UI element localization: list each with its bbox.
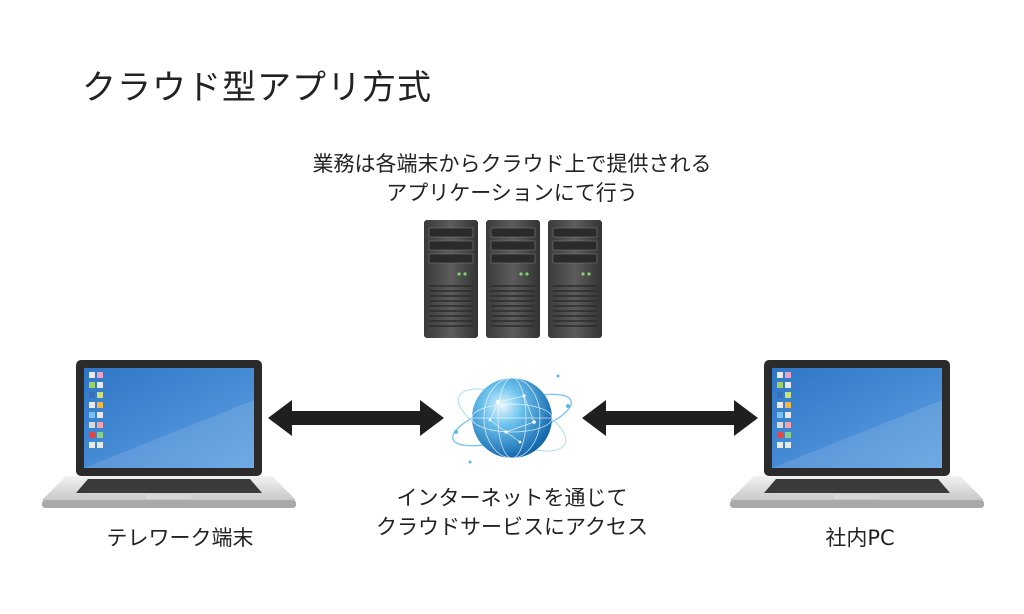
right-double-arrow-icon <box>582 400 758 436</box>
server-caption: 業務は各端末からクラウド上で提供される アプリケーションにて行う <box>262 150 762 208</box>
left-double-arrow-icon <box>268 400 444 436</box>
internet-caption-line-2: クラウドサービスにアクセス <box>376 515 648 539</box>
left-laptop-icon <box>42 360 296 508</box>
desktop-icons <box>89 372 103 448</box>
left-device-label: テレワーク端末 <box>106 526 254 550</box>
internet-caption-line-1: インターネットを通じて <box>396 486 628 510</box>
server-tower-1 <box>424 220 478 338</box>
right-laptop-icon <box>730 360 984 508</box>
globe-network-icon <box>452 374 572 464</box>
server-caption-line-2: アプリケーションにて行う <box>386 181 638 205</box>
desktop-icons <box>777 372 791 448</box>
server-caption-line-1: 業務は各端末からクラウド上で提供される <box>312 152 712 176</box>
right-device-label: 社内PC <box>825 526 895 550</box>
laptop-screen <box>84 368 254 468</box>
laptop-screen <box>772 368 942 468</box>
server-tower-2 <box>486 220 540 338</box>
internet-caption: インターネットを通じて クラウドサービスにアクセス <box>312 484 712 542</box>
laptop-keyboard <box>764 479 950 493</box>
laptop-keyboard <box>76 479 262 493</box>
servers-icon <box>424 220 602 338</box>
server-tower-3 <box>548 220 602 338</box>
page-title: クラウド型アプリ方式 <box>82 68 432 108</box>
